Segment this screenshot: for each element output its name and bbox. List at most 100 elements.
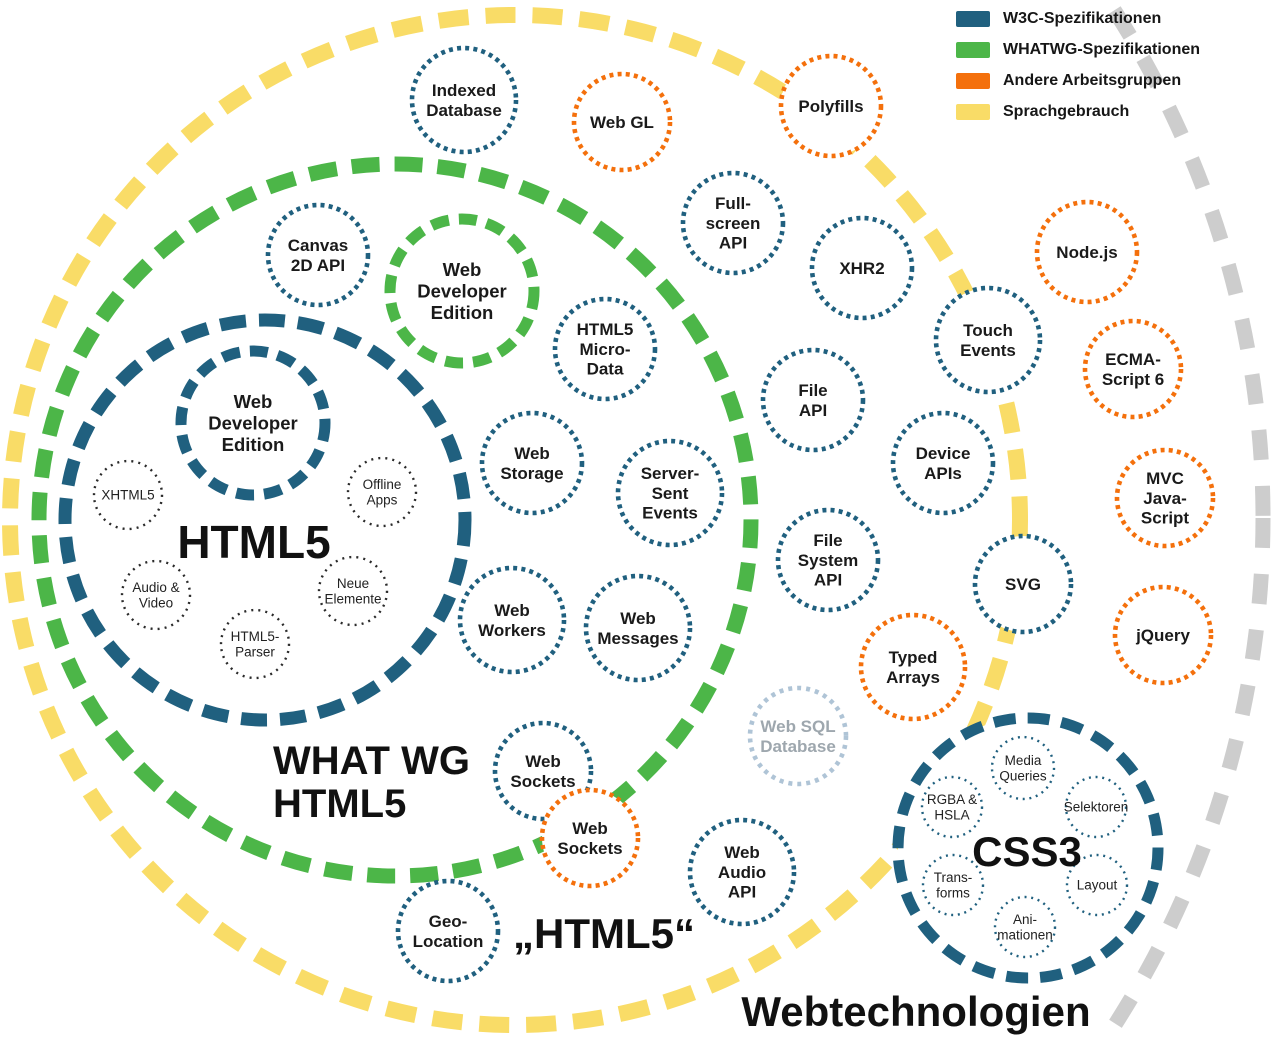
legend-label-w3c: W3C-Spezifikationen [1003, 10, 1162, 27]
layout-label: Layout [1077, 878, 1118, 893]
jquery-ring-icon [1112, 584, 1214, 686]
geo-location-label: Geo-Location [413, 912, 484, 951]
ecma-script-6-ring-icon [1082, 318, 1184, 420]
jquery-label: jQuery [1135, 626, 1190, 645]
node-node-js: Node.js [1034, 199, 1140, 305]
xhr2-ring-icon [809, 215, 915, 321]
web-messages-ring-icon [583, 573, 693, 683]
layout-ring-icon [1065, 853, 1129, 917]
web-gl-ring-icon [571, 71, 673, 173]
node-html5-parser: HTML5-Parser [219, 608, 291, 680]
canvas-2d-api-ring-icon [265, 202, 371, 308]
html5-parser-label: HTML5-Parser [231, 629, 280, 660]
trans-forms-label: Trans-forms [934, 870, 973, 901]
node-ecma-script-6: ECMA-Script 6 [1082, 318, 1184, 420]
ecma-script-6-label: ECMA-Script 6 [1102, 350, 1164, 389]
svg-label: SVG [1005, 575, 1041, 594]
indexed-database-ring-icon [409, 45, 519, 155]
node-rgba-hsla: RGBA &HSLA [920, 775, 984, 839]
web-gl-label: Web GL [590, 113, 654, 132]
node-js-label: Node.js [1056, 243, 1117, 262]
web-sockets-w3c-ring-icon [492, 720, 594, 822]
web-workers-ring-icon [457, 565, 567, 675]
ani-mationen-ring-icon [993, 895, 1057, 959]
legend-label-other: Andere Arbeitsgruppen [1003, 72, 1182, 89]
node-polyfills: Polyfills [778, 53, 884, 159]
node-ani-mationen: Ani-mationen [993, 895, 1057, 959]
trans-forms-ring-icon [921, 853, 985, 917]
web-developer-edition-w3c-ring-icon [175, 345, 331, 501]
legend: W3C-Spezifikationen WHATWG-Spezifikation… [956, 10, 1200, 121]
audio-video-ring-icon [120, 559, 192, 631]
node-trans-forms: Trans-forms [921, 853, 985, 917]
web-developer-edition-whatwg-ring-icon [384, 213, 540, 369]
mvc-java-script-ring-icon [1114, 447, 1216, 549]
node-xhr2: XHR2 [809, 215, 915, 321]
legend-swatch-w3c-icon [956, 11, 990, 27]
whatwg-html5-ring [31, 156, 759, 884]
polyfills-label: Polyfills [798, 97, 863, 116]
node-xhtml5: XHTML5 [92, 459, 164, 531]
html5-micro-data-ring-icon [552, 296, 658, 402]
label-html5-usage: „HTML5“ [513, 910, 695, 957]
node-svg: SVG [972, 533, 1074, 635]
file-system-api-ring-icon [775, 507, 881, 613]
geo-location-ring-icon [395, 878, 501, 984]
typed-arrays-ring-icon [858, 612, 968, 722]
label-whatwg-line1: WHAT WG [273, 739, 470, 783]
audio-video-label: Audio &Video [132, 580, 179, 611]
html5-parser-ring-icon [219, 608, 291, 680]
label-css3: CSS3 [972, 828, 1082, 875]
web-storage-ring-icon [479, 410, 585, 516]
selektoren-ring-icon [1064, 775, 1128, 839]
legend-swatch-whatwg-icon [956, 42, 990, 58]
ani-mationen-label: Ani-mationen [997, 912, 1053, 943]
legend-item-w3c: W3C-Spezifikationen [956, 10, 1200, 28]
label-webtechnologien: Webtechnologien [741, 988, 1090, 1035]
device-apis-ring-icon [890, 410, 996, 516]
selektoren-label: Selektoren [1064, 800, 1129, 815]
node-js-ring-icon [1034, 199, 1140, 305]
file-api-ring-icon [760, 347, 866, 453]
w3c-html5-ring [58, 313, 472, 727]
legend-label-whatwg: WHATWG-Spezifikationen [1003, 41, 1201, 58]
full-screen-api-ring-icon [680, 170, 786, 276]
touch-events-ring-icon [933, 285, 1043, 395]
label-whatwg-line2: HTML5 [273, 782, 406, 826]
xhtml5-label: XHTML5 [101, 488, 154, 503]
neue-elemente-ring-icon [317, 555, 389, 627]
